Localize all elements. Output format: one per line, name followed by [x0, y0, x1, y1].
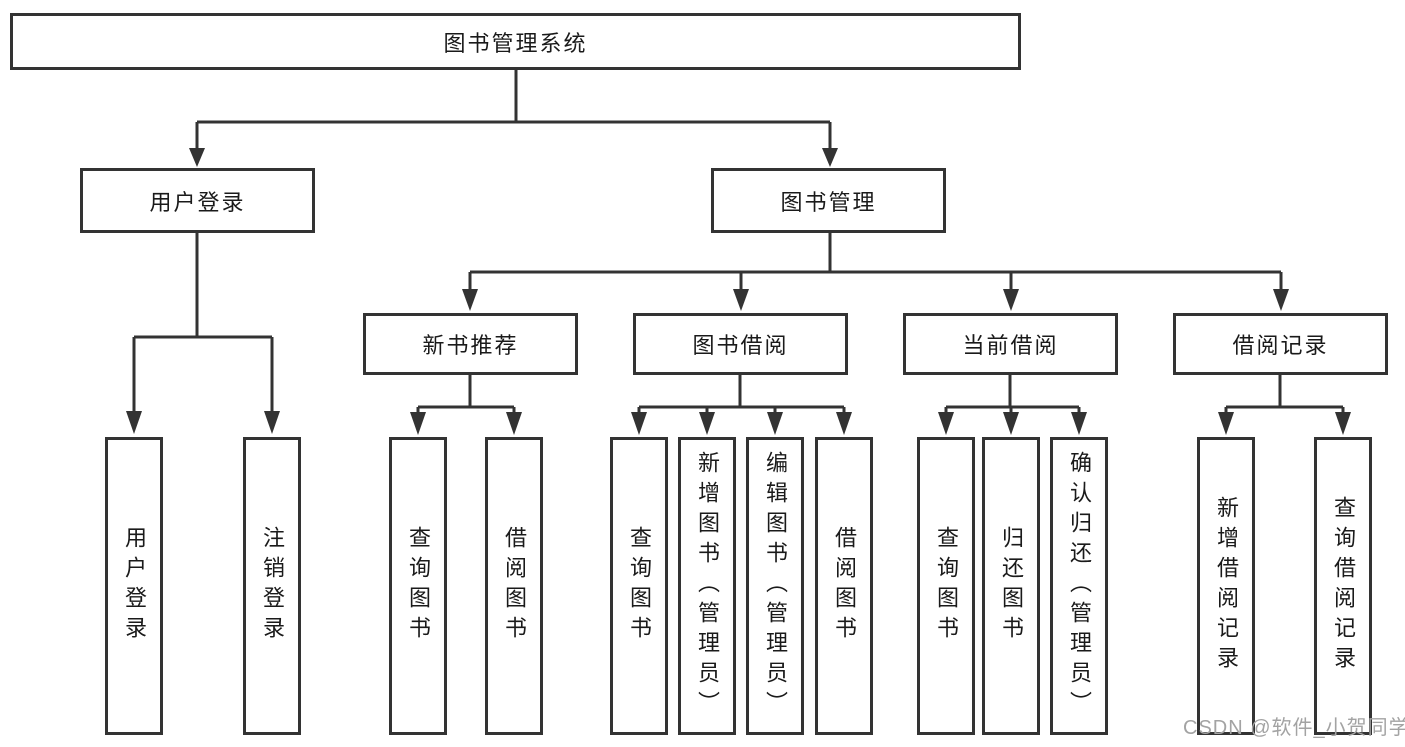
- leaf-query-books-1: 查询图书: [389, 437, 447, 735]
- node-new-books-section: 新书推荐: [363, 313, 578, 375]
- arrowhead-icon: [410, 412, 426, 435]
- leaf-query-books-2: 查询图书: [610, 437, 668, 735]
- connector-user-login-branch: [126, 233, 280, 434]
- leaf-return-books: 归还图书: [982, 437, 1040, 735]
- leaf-logout: 注销登录: [243, 437, 301, 735]
- arrowhead-icon: [189, 148, 205, 167]
- leaf-confirm-return-admin: 确认归还（管理员）: [1050, 437, 1108, 735]
- arrowhead-icon: [1218, 412, 1234, 435]
- connector-book-mgmt-branch: [462, 233, 1289, 311]
- connector-book-borrow-section: [631, 375, 852, 435]
- arrowhead-icon: [938, 412, 954, 435]
- leaf-query-books-3: 查询图书: [917, 437, 975, 735]
- leaf-edit-books-admin: 编辑图书（管理员）: [746, 437, 804, 735]
- arrowhead-icon: [836, 412, 852, 435]
- arrowhead-icon: [631, 412, 647, 435]
- arrowhead-icon: [699, 412, 715, 435]
- connector-root-to-level2: [189, 70, 838, 167]
- arrowhead-icon: [822, 148, 838, 167]
- node-borrow-records-section: 借阅记录: [1173, 313, 1388, 375]
- leaf-borrow-books-2: 借阅图书: [815, 437, 873, 735]
- arrowhead-icon: [1003, 289, 1019, 311]
- arrowhead-icon: [462, 289, 478, 311]
- connector-borrow-records-section: [1218, 375, 1351, 435]
- leaf-user-login: 用户登录: [105, 437, 163, 735]
- arrowhead-icon: [506, 412, 522, 435]
- csdn-watermark: CSDN @软件_小贺同学: [1183, 717, 1405, 739]
- arrowhead-icon: [1003, 412, 1019, 435]
- leaf-borrow-books-1: 借阅图书: [485, 437, 543, 735]
- node-user-login-branch: 用户登录: [80, 168, 315, 233]
- arrowhead-icon: [126, 411, 142, 434]
- leaf-query-borrow-record: 查询借阅记录: [1314, 437, 1372, 735]
- leaf-add-borrow-record: 新增借阅记录: [1197, 437, 1255, 735]
- node-root-system: 图书管理系统: [10, 13, 1021, 70]
- arrowhead-icon: [767, 412, 783, 435]
- leaf-add-books-admin: 新增图书（管理员）: [678, 437, 736, 735]
- connector-new-books-section: [410, 375, 522, 435]
- node-book-borrow-section: 图书借阅: [633, 313, 848, 375]
- arrowhead-icon: [1273, 289, 1289, 311]
- arrowhead-icon: [1071, 412, 1087, 435]
- arrowhead-icon: [1335, 412, 1351, 435]
- node-book-mgmt-branch: 图书管理: [711, 168, 946, 233]
- arrowhead-icon: [733, 289, 749, 311]
- connector-current-borrow-section: [938, 375, 1087, 435]
- arrowhead-icon: [264, 411, 280, 434]
- node-current-borrow-section: 当前借阅: [903, 313, 1118, 375]
